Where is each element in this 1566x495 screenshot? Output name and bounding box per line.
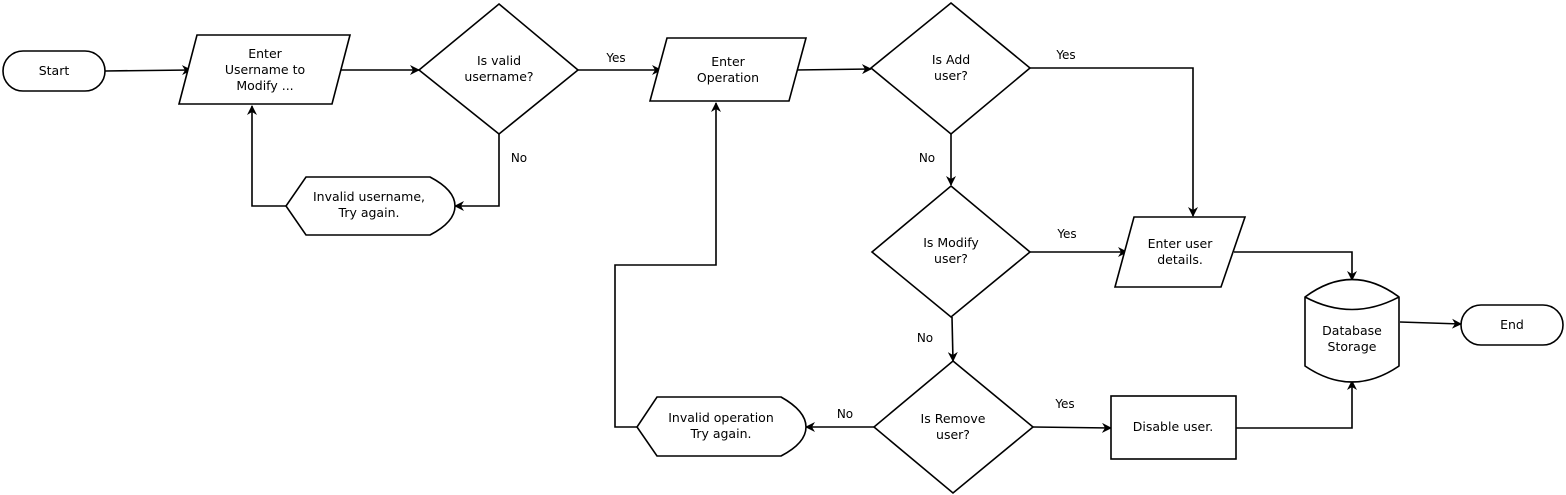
edge-valid-no-to-invalid-username <box>454 134 500 211</box>
enter-user-details-node: Enter user details. <box>1113 216 1247 288</box>
is-modify-user-label-2: user? <box>934 251 968 266</box>
enter-operation-label-2: Operation <box>697 70 759 85</box>
invalid-username-node: Invalid username, Try again. <box>285 176 456 236</box>
edge-remove-yes-to-disable <box>1032 422 1112 433</box>
is-valid-username-node: Is valid username? <box>417 2 580 136</box>
invalid-username-label-1: Invalid username, <box>313 189 425 204</box>
database-storage-label-1: Database <box>1322 323 1382 338</box>
edge-modify-no-to-remove <box>947 316 958 362</box>
edge-label-valid-yes: Yes <box>605 51 625 65</box>
is-add-user-label-2: user? <box>934 68 968 83</box>
enter-operation-node: Enter Operation <box>648 37 808 102</box>
edge-label-modify-no: No <box>917 331 933 345</box>
enter-username-label-3: Modify ... <box>236 78 293 93</box>
edges <box>104 64 1462 433</box>
is-add-user-label-1: Is Add <box>932 52 970 67</box>
edge-start-to-enter-username <box>104 65 192 76</box>
end-node: End <box>1460 304 1564 346</box>
invalid-operation-label-1: Invalid operation <box>668 410 774 425</box>
is-valid-username-label-2: username? <box>464 69 533 84</box>
enter-username-label-2: Username to <box>225 62 305 77</box>
is-add-user-node: Is Add user? <box>869 1 1032 136</box>
start-label: Start <box>39 63 70 78</box>
edge-database-to-end <box>1399 318 1462 329</box>
disable-user-label: Disable user. <box>1133 419 1213 434</box>
invalid-operation-label-2: Try again. <box>690 426 752 441</box>
edge-label-add-no: No <box>919 151 935 165</box>
edge-labels: Yes No Yes No Yes No Yes No <box>511 48 1077 421</box>
end-label: End <box>1500 317 1524 332</box>
edge-label-remove-no: No <box>837 407 853 421</box>
is-remove-user-label-1: Is Remove <box>921 411 986 426</box>
enter-user-details-label-1: Enter user <box>1148 236 1214 251</box>
edge-add-yes-to-details <box>1030 67 1198 217</box>
database-storage-node: Database Storage <box>1304 278 1400 383</box>
enter-operation-label-1: Enter <box>711 54 745 69</box>
is-valid-username-label-1: Is valid <box>477 53 521 68</box>
edge-label-modify-yes: Yes <box>1056 227 1076 241</box>
edge-label-valid-no: No <box>511 151 527 165</box>
edge-disable-to-database <box>1236 380 1357 429</box>
is-modify-user-node: Is Modify user? <box>870 184 1032 319</box>
edge-invalid-operation-back <box>614 102 721 428</box>
enter-user-details-label-2: details. <box>1157 252 1203 267</box>
edge-details-to-database <box>1234 251 1357 281</box>
enter-username-label-1: Enter <box>248 46 282 61</box>
is-remove-user-node: Is Remove user? <box>872 359 1035 495</box>
disable-user-node: Disable user. <box>1110 395 1237 460</box>
edge-operation-to-add <box>794 64 872 75</box>
enter-username-node: Enter Username to Modify ... <box>177 34 352 105</box>
is-modify-user-label-1: Is Modify <box>923 235 979 250</box>
database-storage-label-2: Storage <box>1328 339 1377 354</box>
edge-label-add-yes: Yes <box>1055 48 1075 62</box>
invalid-operation-node: Invalid operation Try again. <box>636 396 807 457</box>
start-node: Start <box>2 50 106 92</box>
edge-invalid-username-back <box>247 105 286 207</box>
is-remove-user-label-2: user? <box>936 427 970 442</box>
edge-label-remove-yes: Yes <box>1054 397 1074 411</box>
invalid-username-label-2: Try again. <box>338 205 400 220</box>
